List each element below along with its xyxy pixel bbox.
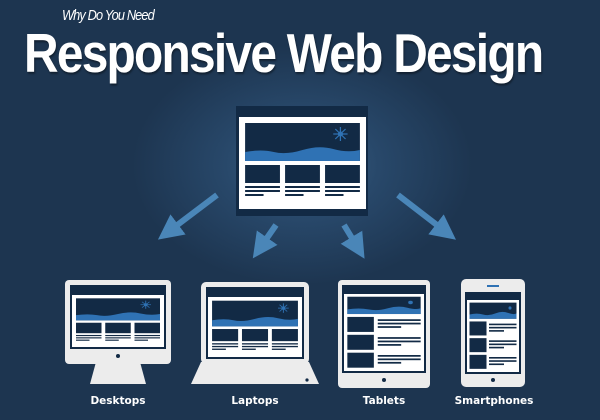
label-smartphones: Smartphones: [454, 395, 534, 407]
tablet-icon: [338, 280, 430, 388]
page-title: Responsive Web Design: [24, 22, 544, 84]
subtitle: Why Do You Need: [62, 7, 155, 24]
arrow-to-laptops: [252, 223, 279, 259]
label-desktops: Desktops: [90, 395, 146, 407]
label-laptops: Laptops: [231, 395, 279, 407]
arrow-to-desktops: [157, 192, 219, 240]
arrow-to-smartphones: [396, 192, 456, 240]
laptop-icon: [191, 282, 319, 384]
label-tablets: Tablets: [362, 395, 406, 407]
central-webpage: [236, 106, 368, 216]
smartphone-icon: [461, 279, 525, 387]
desktop-icon: [65, 280, 171, 384]
arrow-to-tablets: [340, 223, 365, 259]
